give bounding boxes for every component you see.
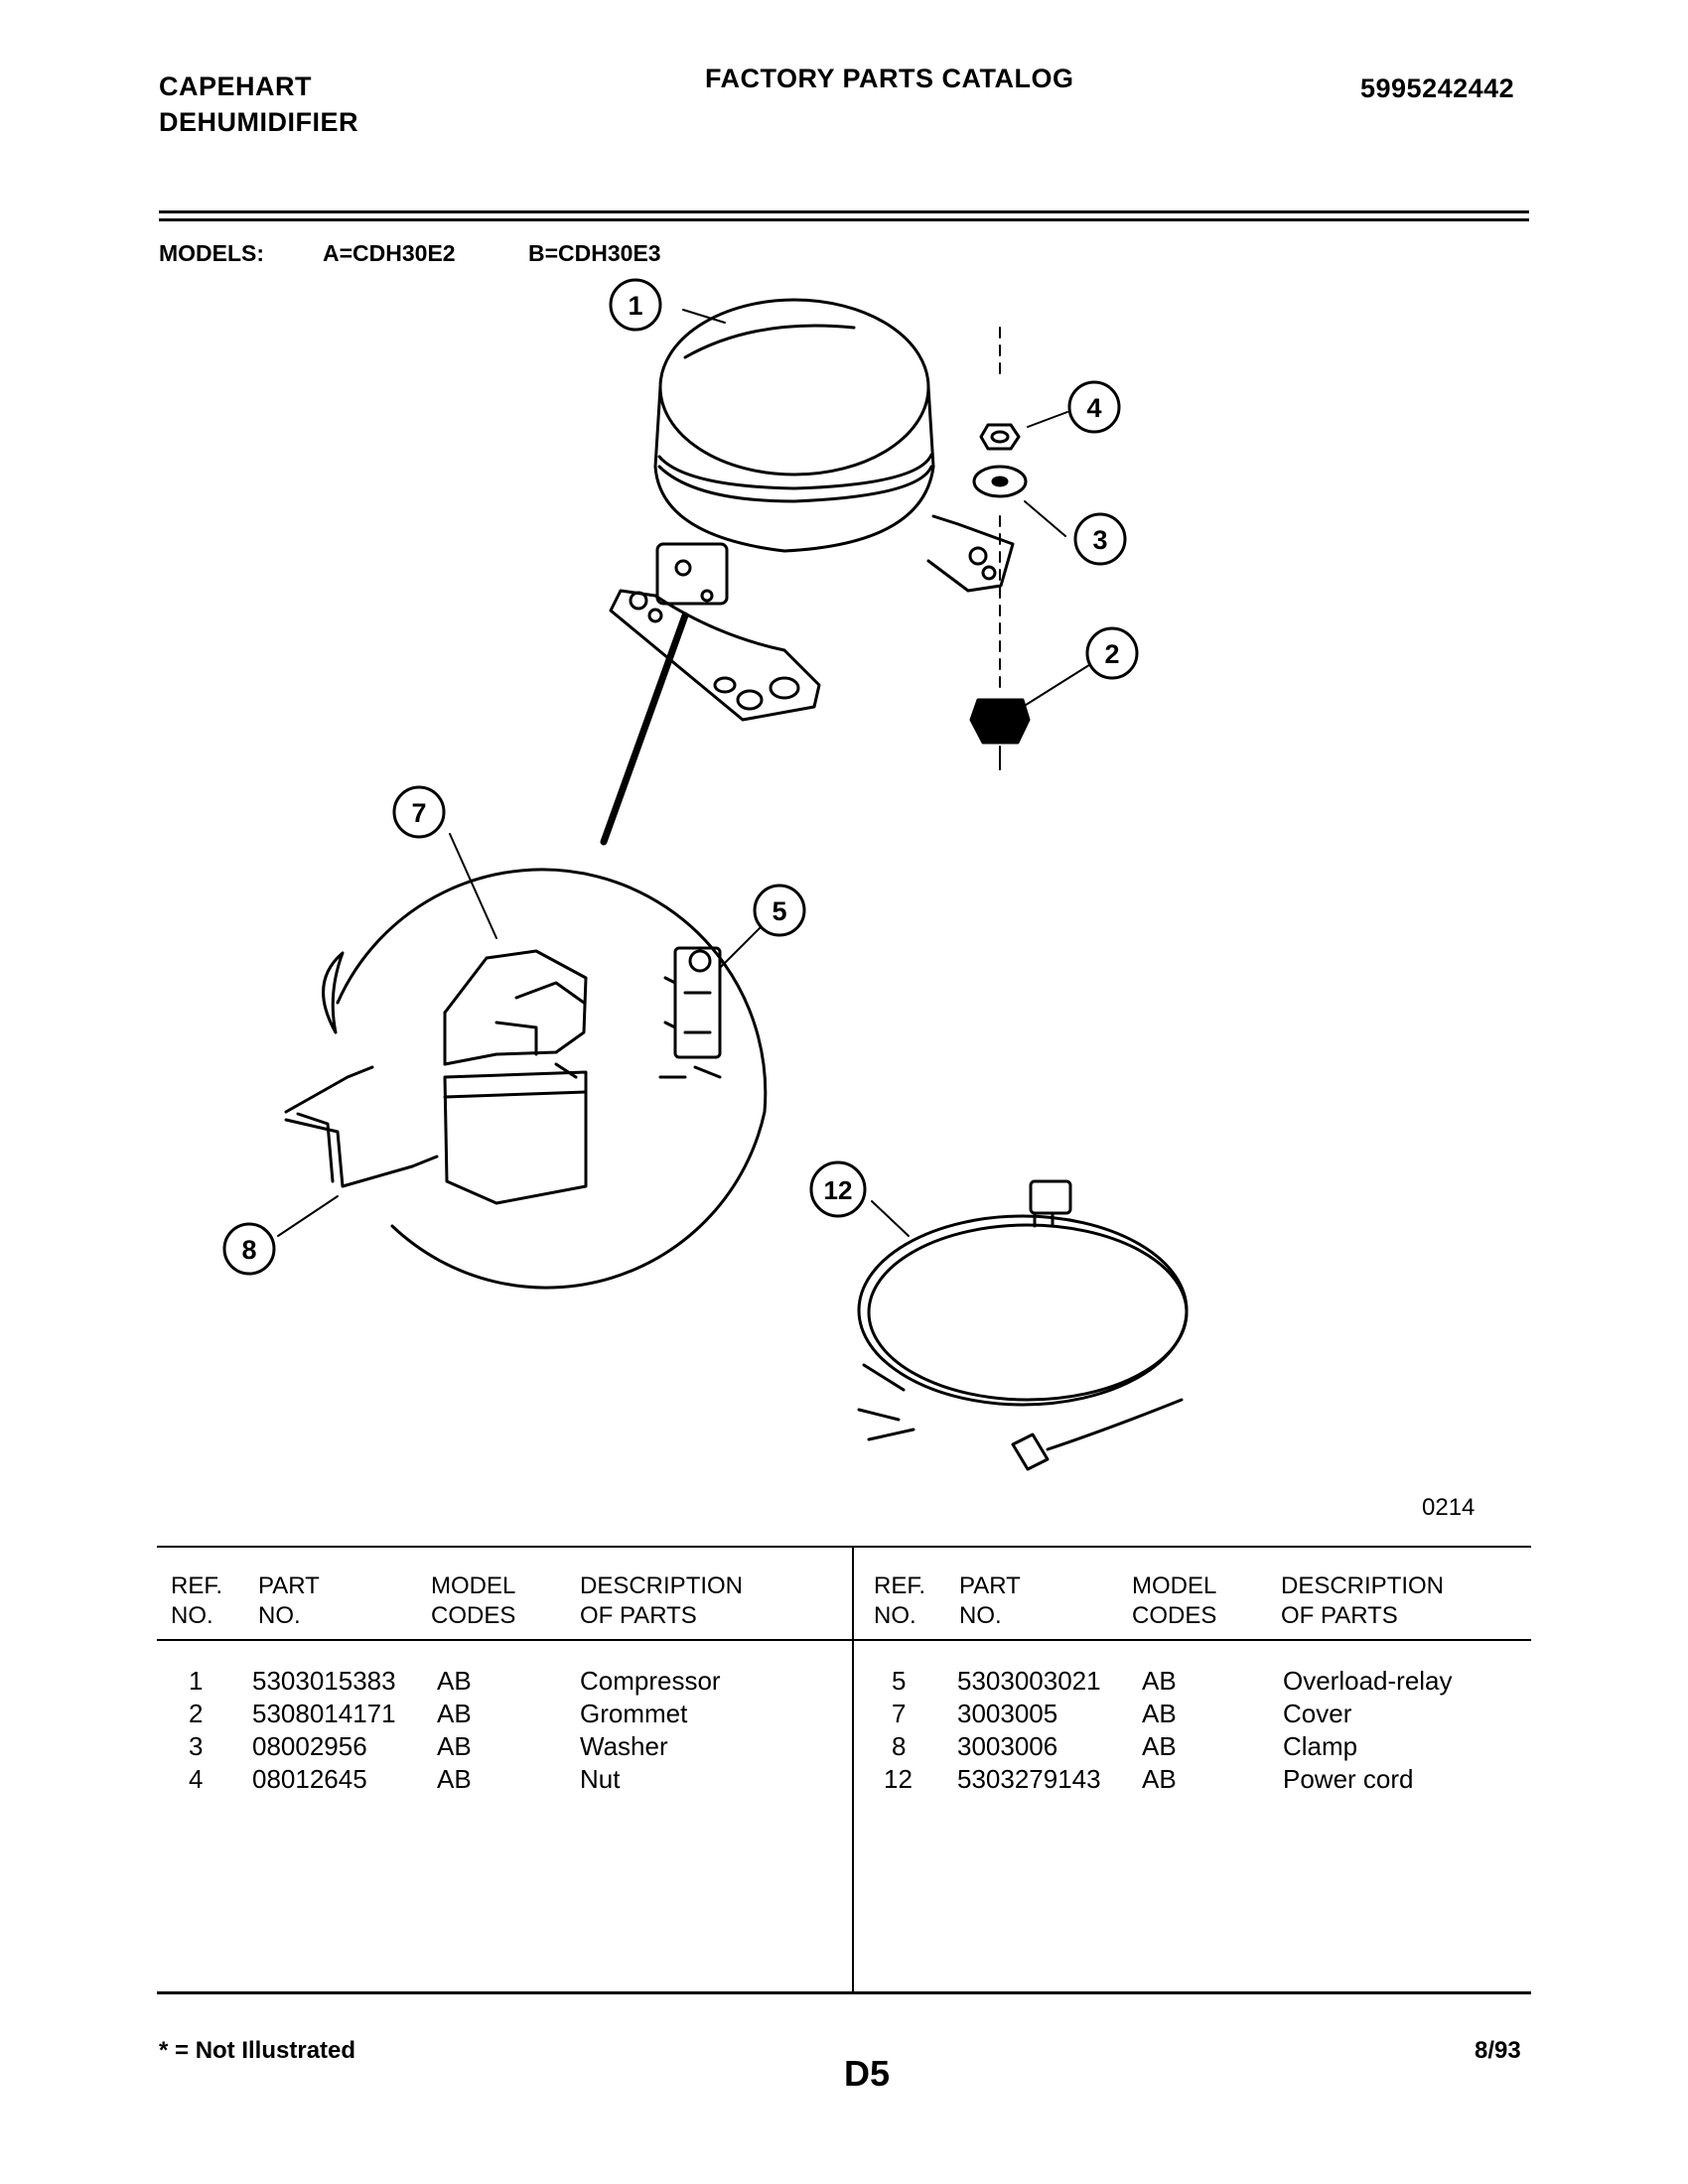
table-row-left-4-ref: 4	[189, 1764, 204, 1794]
svg-text:1: 1	[628, 291, 642, 321]
table-row-left-4-part: 08012645	[252, 1764, 367, 1794]
svg-text:2: 2	[1104, 639, 1119, 669]
table-row-left-3-codes: AB	[437, 1731, 472, 1761]
table-row-left-1-ref: 1	[189, 1666, 204, 1696]
svg-text:3: 3	[1092, 525, 1107, 555]
catalog-number: 5995242442	[1360, 73, 1515, 103]
header-rule-top	[159, 210, 1529, 213]
table-rule-top	[157, 1546, 1531, 1548]
table-row-left-3-ref: 3	[189, 1731, 204, 1761]
model-b: B=CDH30E3	[528, 240, 661, 266]
table-row-right-3-ref: 8	[892, 1731, 907, 1761]
clamp-drawing	[284, 1065, 439, 1188]
table-row-right-1-ref: 5	[892, 1666, 907, 1696]
col-ref-header-right: REF.NO.	[874, 1572, 926, 1629]
svg-text:8: 8	[241, 1235, 256, 1265]
table-row-right-4-desc: Power cord	[1283, 1764, 1414, 1794]
nut-drawing	[979, 327, 1021, 451]
table-row-right-3-part: 3003006	[957, 1731, 1058, 1761]
overload-relay-drawing	[658, 946, 722, 1079]
product-name: DEHUMIDIFIER	[159, 107, 358, 137]
table-row-right-4-ref: 12	[884, 1764, 913, 1794]
table-row-left-1-part: 5303015383	[252, 1666, 396, 1696]
models-label: MODELS:	[159, 240, 265, 266]
table-row-right-2-ref: 7	[892, 1699, 907, 1728]
table-header-rule	[157, 1639, 1531, 1641]
table-row-right-2-part: 3003005	[957, 1699, 1058, 1728]
svg-text:5: 5	[772, 896, 786, 926]
table-rule-bottom	[157, 1991, 1531, 1994]
catalog-title: FACTORY PARTS CATALOG	[705, 64, 1074, 93]
svg-text:7: 7	[411, 798, 426, 828]
col-ref-header-left: REF.NO.	[171, 1572, 223, 1629]
table-row-left-3-desc: Washer	[580, 1731, 668, 1761]
table-divider	[852, 1546, 854, 1993]
figure-code: 0214	[1422, 1494, 1476, 1521]
callout-8: 8	[222, 1222, 276, 1276]
callout-12: 12	[809, 1160, 867, 1218]
exploded-parts-diagram: 1 2 3 4 5 7 8 12	[222, 278, 1189, 1471]
table-row-right-3-desc: Clamp	[1283, 1731, 1358, 1761]
callout-1: 1	[609, 278, 662, 332]
table-row-right-4-codes: AB	[1142, 1764, 1177, 1794]
revision-date: 8/93	[1475, 2037, 1521, 2064]
table-row-right-2-codes: AB	[1142, 1699, 1177, 1728]
callout-7: 7	[392, 785, 446, 839]
callout-5: 5	[753, 884, 806, 937]
table-row-left-1-desc: Compressor	[580, 1666, 721, 1696]
table-row-left-2-codes: AB	[437, 1699, 472, 1728]
brand-name: CAPEHART	[159, 71, 313, 101]
callout-3: 3	[1073, 512, 1127, 566]
detail-circle	[336, 868, 768, 1290]
svg-text:12: 12	[824, 1175, 853, 1205]
model-a: A=CDH30E2	[323, 240, 456, 266]
cover-drawing	[443, 949, 588, 1205]
grommet-drawing	[969, 698, 1031, 770]
table-row-right-3-codes: AB	[1142, 1731, 1177, 1761]
table-row-left-4-desc: Nut	[580, 1764, 621, 1794]
washer-drawing	[972, 465, 1028, 696]
table-row-left-2-part: 5308014171	[252, 1699, 396, 1728]
table-row-left-1-codes: AB	[437, 1666, 472, 1696]
svg-text:4: 4	[1086, 393, 1101, 423]
table-row-right-4-part: 5303279143	[957, 1764, 1101, 1794]
table-row-left-3-part: 08002956	[252, 1731, 367, 1761]
table-row-left-2-ref: 2	[189, 1699, 204, 1728]
compressor-drawing	[600, 298, 1015, 846]
table-row-right-1-part: 5303003021	[957, 1666, 1101, 1696]
table-row-left-4-codes: AB	[437, 1764, 472, 1794]
not-illustrated-note: * = Not Illustrated	[159, 2037, 356, 2064]
callout-4: 4	[1067, 380, 1121, 434]
table-row-right-2-desc: Cover	[1283, 1699, 1352, 1728]
power-cord-drawing	[857, 1179, 1189, 1471]
table-row-right-1-codes: AB	[1142, 1666, 1177, 1696]
header-rule-bottom	[159, 218, 1529, 221]
table-row-right-1-desc: Overload-relay	[1283, 1666, 1453, 1696]
callout-2: 2	[1085, 626, 1139, 680]
table-row-left-2-desc: Grommet	[580, 1699, 688, 1728]
page-code: D5	[844, 2053, 891, 2094]
